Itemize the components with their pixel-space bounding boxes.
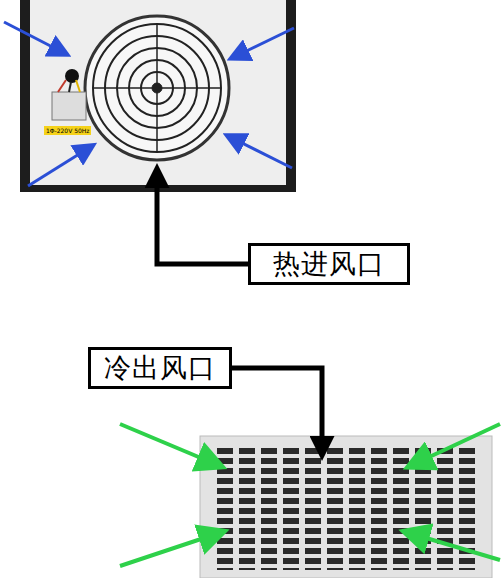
airflow-arrows [120, 424, 500, 566]
terminal [52, 92, 86, 120]
outflow-arrow [120, 532, 222, 566]
fan-ring [85, 16, 229, 160]
inflow-arrow [232, 28, 294, 58]
fan-panel [20, 0, 296, 192]
box-label: 冷出风口 [104, 350, 216, 386]
wire [58, 80, 66, 92]
screw [235, 145, 241, 151]
outflow-arrow [410, 424, 500, 466]
wire [69, 82, 71, 92]
label-box: 热进风口 [248, 243, 410, 285]
inflow-arrow [228, 136, 292, 168]
grille-slots [215, 446, 479, 570]
inflow-arrow [28, 146, 92, 186]
leader-arrow [230, 368, 322, 446]
panel-frame [20, 0, 296, 192]
inflow-arrow [4, 22, 66, 54]
airflow-arrows [4, 22, 294, 186]
box-label: 热进风口 [273, 246, 385, 282]
terminal-block [52, 69, 86, 120]
outflow-arrow [120, 424, 220, 466]
guard-spoke [93, 24, 221, 152]
leader-arrow [157, 178, 250, 264]
grille-panel [200, 436, 492, 578]
outlet-grille [200, 436, 492, 578]
fan-guard [85, 16, 229, 160]
guard-ring [93, 24, 221, 152]
panel-face [30, 0, 286, 185]
wire [76, 80, 80, 92]
label-box: 冷出风口 [88, 347, 232, 389]
rating-sticker: 1Φ-220V 50Hz [44, 126, 91, 135]
outflow-arrow [406, 532, 500, 560]
